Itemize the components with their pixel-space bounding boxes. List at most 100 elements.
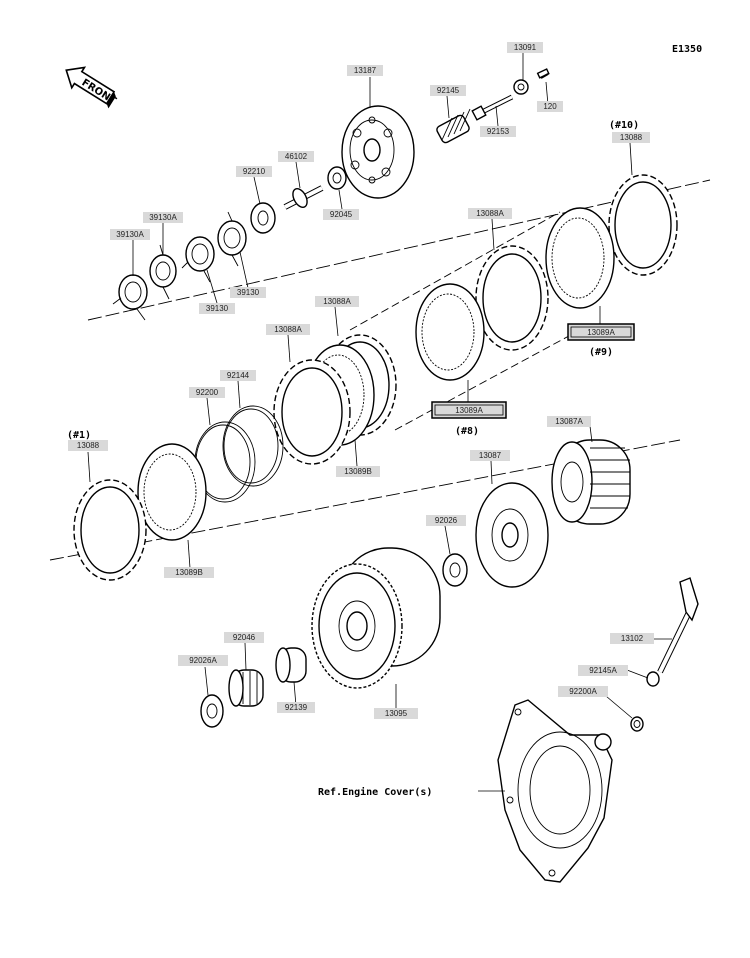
nut-92210 [250, 202, 276, 234]
label-13088A-mid: 13088A [315, 296, 359, 307]
svg-text:92200: 92200 [196, 388, 219, 397]
label-92045: 92045 [323, 209, 359, 220]
svg-text:120: 120 [543, 102, 557, 111]
svg-text:39130: 39130 [206, 304, 229, 313]
steel-plate-13089B-left [137, 443, 207, 541]
label-46102: 46102 [278, 151, 314, 162]
label-120: 120 [537, 101, 563, 112]
svg-text:92026A: 92026A [189, 656, 217, 665]
friction-plate-1 [73, 479, 147, 581]
label-92200: 92200 [189, 387, 225, 398]
label-92200A: 92200A [558, 686, 608, 697]
label-92046: 92046 [224, 632, 264, 643]
svg-text:92139: 92139 [285, 703, 308, 712]
release-lever-13102 [657, 577, 699, 674]
svg-text:13088A: 13088A [274, 325, 302, 334]
clutch-hub-13087A [551, 439, 631, 525]
label-13088A-top: 13088A [468, 208, 512, 219]
label-92145A: 92145A [578, 665, 628, 676]
part-labels: 13187 13091 120 92145 92153 46102 92210 … [68, 42, 654, 719]
label-13087: 13087 [470, 450, 510, 461]
axis-link-1 [349, 211, 561, 331]
svg-text:46102: 46102 [285, 152, 308, 161]
clutch-housing-13095 [311, 547, 441, 689]
group-10-label: (#10) [609, 120, 639, 131]
svg-text:13088A: 13088A [476, 209, 504, 218]
label-39130A-1: 39130A [143, 212, 183, 223]
svg-text:13087A: 13087A [555, 417, 583, 426]
label-92153: 92153 [480, 126, 516, 137]
label-13089B-mid: 13089B [336, 466, 380, 477]
svg-text:13088: 13088 [620, 133, 643, 142]
steel-plate-9 [545, 207, 615, 309]
label-13095: 13095 [374, 708, 418, 719]
label-13187: 13187 [347, 65, 383, 76]
svg-text:92145: 92145 [437, 86, 460, 95]
label-92139: 92139 [277, 702, 315, 713]
leader-lines [87, 52, 672, 792]
spring-washers [112, 211, 247, 321]
svg-text:13088: 13088 [77, 441, 100, 450]
friction-plate-stack [273, 334, 397, 465]
washer-92026 [442, 553, 468, 587]
clutch-plate-13087 [475, 482, 549, 588]
svg-text:92045: 92045 [330, 210, 353, 219]
group-1-label: (#1) [67, 430, 91, 441]
clutch-pin [471, 94, 514, 121]
washer-92200A [630, 716, 644, 732]
label-92026: 92026 [426, 515, 466, 526]
label-92026A: 92026A [178, 655, 228, 666]
label-13088-top: 13088 [612, 132, 650, 143]
label-39130-2: 39130 [199, 303, 235, 314]
svg-text:13091: 13091 [514, 43, 537, 52]
svg-text:13088A: 13088A [323, 297, 351, 306]
needle-bearing-92046 [228, 669, 264, 707]
label-13089A-mid: 13089A [431, 401, 507, 419]
svg-text:13102: 13102 [621, 634, 644, 643]
label-13087A: 13087A [547, 416, 591, 427]
label-92144: 92144 [220, 370, 256, 381]
svg-text:13089A: 13089A [587, 328, 615, 337]
washer-92026A [200, 694, 224, 728]
svg-text:13089B: 13089B [175, 568, 203, 577]
svg-text:92145A: 92145A [589, 666, 617, 675]
svg-text:13095: 13095 [385, 709, 408, 718]
nut-13091 [513, 79, 529, 95]
svg-text:13087: 13087 [479, 451, 502, 460]
svg-text:92153: 92153 [487, 127, 510, 136]
svg-text:39130A: 39130A [116, 230, 144, 239]
svg-text:13089B: 13089B [344, 467, 372, 476]
steel-plate-8 [415, 283, 485, 381]
label-13091: 13091 [507, 42, 543, 53]
axis-link-2 [394, 329, 581, 431]
collar-92139 [275, 647, 307, 683]
diagram-code: E1350 [672, 44, 702, 55]
bearing-92045 [327, 166, 347, 190]
svg-text:39130: 39130 [237, 288, 260, 297]
svg-text:92046: 92046 [233, 633, 256, 642]
axis-line-upper [87, 179, 711, 321]
label-13089A-top: 13089A [567, 323, 635, 341]
svg-text:13187: 13187 [354, 66, 377, 75]
label-13089B-left: 13089B [164, 567, 214, 578]
friction-plate-10 [608, 174, 678, 276]
svg-text:13089A: 13089A [455, 406, 483, 415]
label-39130A-2: 39130A [110, 229, 150, 240]
group-9-label: (#9) [589, 347, 613, 358]
label-39130-1: 39130 [230, 287, 266, 298]
engine-cover [497, 699, 613, 883]
label-92145: 92145 [430, 85, 466, 96]
label-13088-left: 13088 [68, 440, 108, 451]
label-13102: 13102 [610, 633, 654, 644]
label-92210: 92210 [236, 166, 272, 177]
clutch-spring [436, 108, 471, 144]
svg-text:92210: 92210 [243, 167, 266, 176]
front-arrow-icon: FRONT [65, 66, 118, 109]
spring-92145A [646, 671, 660, 687]
engine-cover-ref-note: Ref.Engine Cover(s) [318, 786, 432, 798]
svg-text:39130A: 39130A [149, 213, 177, 222]
friction-plate-13088A-upper [475, 245, 549, 351]
label-13088A-left: 13088A [266, 324, 310, 335]
push-rod [283, 185, 324, 210]
